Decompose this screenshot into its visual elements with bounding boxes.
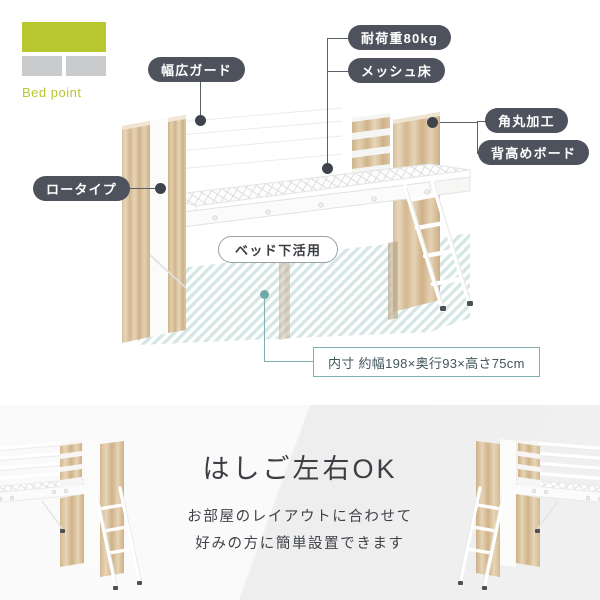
bed-illustration xyxy=(122,103,473,345)
bottom-title: はしご左右OK xyxy=(202,454,398,485)
bottom-subtitle-line-2: 好みの方に簡単設置できます xyxy=(195,536,405,552)
brand-logo: Bed point xyxy=(22,22,106,100)
connector-line-low-type xyxy=(118,188,160,190)
label-mesh-floor[interactable]: メッシュ床 xyxy=(348,58,446,83)
connector-dot-mesh xyxy=(322,163,333,174)
label-tall-board[interactable]: 背高めボード xyxy=(478,140,590,165)
connector-dot-low-type xyxy=(155,183,166,194)
bottom-section: はしご左右OK お部屋のレイアウトに合わせて 好みの方に簡単設置できます xyxy=(0,405,600,600)
label-load-capacity[interactable]: 耐荷重80kg xyxy=(348,25,452,50)
connector-line-wide-guard xyxy=(200,82,202,120)
logo-block-gray-left xyxy=(22,56,62,76)
connector-dot-dimension xyxy=(260,290,269,299)
headboard-right-top-edge xyxy=(393,112,440,124)
support-post xyxy=(388,241,398,320)
label-wide-guard[interactable]: 幅広ガード xyxy=(148,57,246,82)
connector-line-dimension-vertical xyxy=(264,298,266,362)
connector-line-right-horizontal xyxy=(440,122,477,124)
connector-line-mesh xyxy=(327,71,350,73)
footboard-left-inner-top-edge xyxy=(168,115,186,122)
footboard-left-white-panel xyxy=(150,118,168,337)
connector-dot-wide-guard xyxy=(195,115,206,126)
ladder-foot-left xyxy=(440,306,446,311)
footboard-left-inner xyxy=(168,115,186,333)
label-low-type[interactable]: ロータイプ xyxy=(33,176,131,201)
label-round-corner[interactable]: 角丸加工 xyxy=(485,108,568,133)
ladder-shadow xyxy=(406,181,473,312)
rear-slat-board xyxy=(352,113,390,181)
connector-line-dimension-horizontal xyxy=(264,361,314,363)
logo-block-gray-right xyxy=(66,56,106,76)
connector-dot-round-corner xyxy=(427,117,438,128)
footboard-left-top-edge xyxy=(122,121,150,130)
ladder-foot-right xyxy=(467,301,473,306)
connector-line-right-bracket-vertical xyxy=(477,121,479,153)
diagonal-strut xyxy=(149,254,187,289)
connector-line-load xyxy=(327,38,350,40)
connector-line-top-bracket-vertical xyxy=(327,38,329,168)
bed-photo-right xyxy=(457,439,600,591)
logo-text: Bed point xyxy=(22,85,82,100)
connector-line-round-corner xyxy=(477,121,487,123)
support-post-2 xyxy=(279,256,290,340)
bottom-copy-block: はしご左右OK お部屋のレイアウトに合わせて 好みの方に簡単設置できます xyxy=(150,405,450,600)
footboard-left-outer xyxy=(122,121,150,343)
ladder xyxy=(402,177,473,313)
top-feature-section: Bed point 幅広ガード 耐荷重80kg メッシュ床 角丸加工 背高めボー… xyxy=(22,22,590,377)
wide-guard-rail-shade xyxy=(166,107,343,171)
bed-photo-left xyxy=(0,439,143,591)
wide-guard-rail xyxy=(164,103,345,189)
dimension-box: 内寸 約幅198×奥行93×高さ75cm xyxy=(313,347,540,377)
logo-block-green xyxy=(22,22,106,52)
logo-block-row xyxy=(22,56,106,76)
bottom-subtitle-line-1: お部屋のレイアウトに合わせて xyxy=(187,509,413,526)
label-under-bed[interactable]: ベッド下活用 xyxy=(218,236,339,263)
